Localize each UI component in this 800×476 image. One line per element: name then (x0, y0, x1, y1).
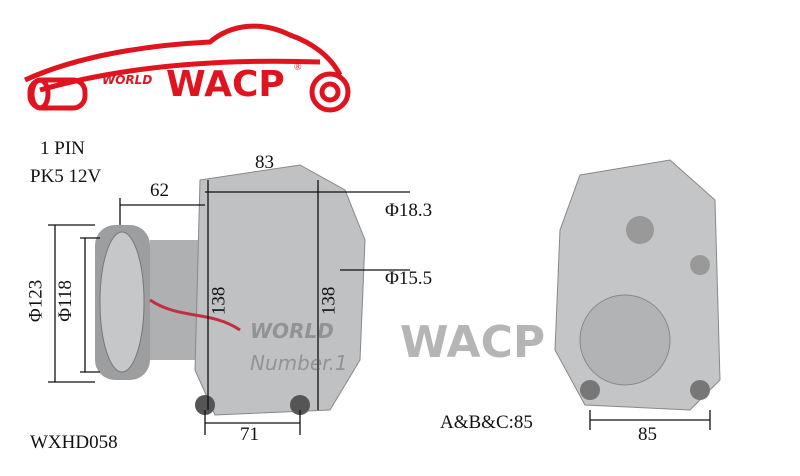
pulley-spec: PK5 12V (30, 166, 102, 187)
logo-brand: WACP (166, 64, 285, 105)
dim-phi-15-5: Φ15.5 (385, 268, 433, 289)
logo-registered: ® (294, 62, 302, 73)
dim-phi-118: Φ118 (54, 280, 76, 322)
dimension-lines (48, 180, 711, 435)
watermark-brand: WACP (400, 317, 546, 368)
watermark-prefix: WORLD (250, 319, 334, 343)
dim-138-front: 138 (208, 286, 230, 316)
dim-phi-123: Φ123 (25, 279, 47, 323)
dim-62: 62 (150, 180, 169, 201)
abc-spec: A&B&C:85 (440, 412, 533, 433)
dim-83: 83 (255, 152, 274, 173)
pin-count: 1 PIN (40, 138, 85, 159)
dim-71: 71 (240, 424, 259, 445)
logo-car-icon (23, 23, 351, 113)
dim-85: 85 (638, 424, 657, 445)
watermark-tagline: Number.1 (250, 351, 348, 375)
model-number: WXHD058 (30, 432, 118, 453)
logo-prefix: WORLD (102, 73, 153, 87)
compressor-side-view (95, 164, 366, 416)
dim-phi-18-3: Φ18.3 (385, 200, 433, 221)
compressor-rear-view (554, 159, 721, 411)
dim-138-rear: 138 (318, 286, 340, 316)
